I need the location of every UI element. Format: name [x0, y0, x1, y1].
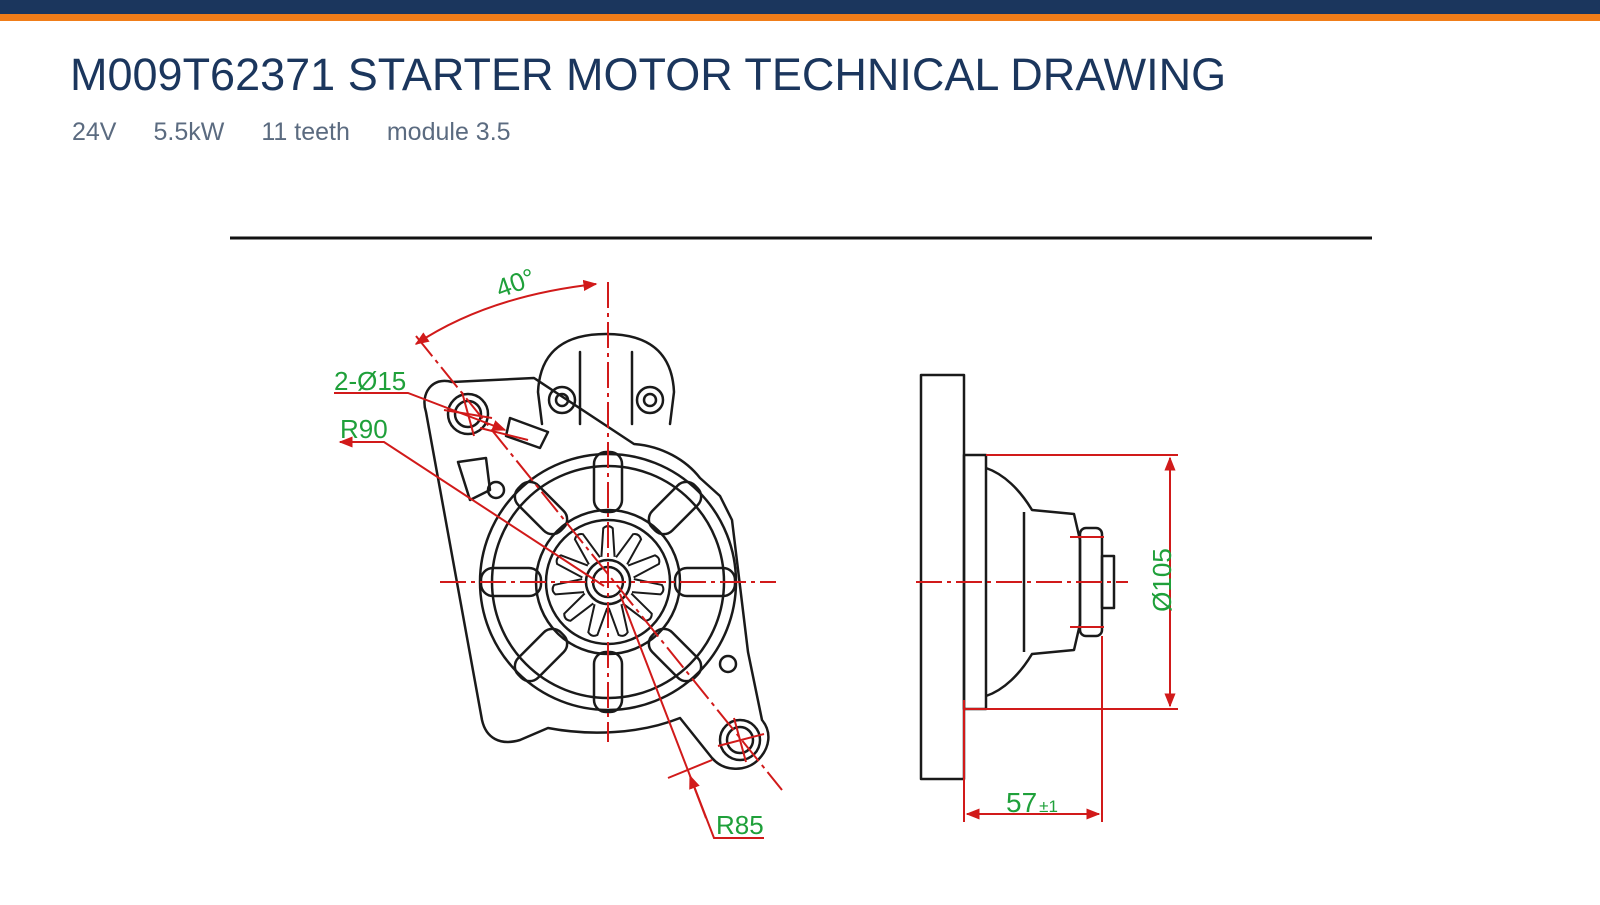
pinion-tooth [631, 578, 665, 596]
vent-slots [479, 450, 737, 714]
page-title: M009T62371 STARTER MOTOR TECHNICAL DRAWI… [70, 49, 1227, 100]
spec-module: module 3.5 [386, 118, 511, 146]
solenoid-hole-right [642, 392, 658, 408]
leader-holes-tail [479, 427, 529, 441]
pinion-tooth [563, 592, 594, 622]
centerline-diagonal [415, 335, 783, 791]
accent-bar [0, 14, 1600, 21]
pinion-tooth [627, 554, 661, 579]
spec-teeth: 11 teeth [261, 118, 350, 146]
leader-r90 [338, 436, 605, 587]
pinion-tooth [607, 604, 629, 637]
hole-crosshair-lower-v [733, 717, 747, 763]
flange-slot-upper [504, 416, 550, 450]
spec-list: 24V 5.5kW 11 teeth module 3.5 [72, 117, 511, 147]
length-tolerance: ±1 [1039, 797, 1058, 816]
side-flange-plate [919, 373, 966, 781]
header-bar [0, 0, 1600, 14]
side-dimension-lines [916, 454, 1178, 822]
side-view [919, 373, 1116, 781]
mount-hole-lower [725, 725, 755, 755]
front-dimension-lines [334, 279, 783, 839]
length-value: 57 [1006, 787, 1037, 818]
vent-slot [513, 627, 569, 683]
radius-label-r85: R85 [716, 810, 764, 840]
holes-label: 2-Ø15 [334, 366, 406, 396]
vent-slot [513, 480, 569, 536]
length-label: 57±1 [1006, 787, 1058, 818]
diameter-label: Ø105 [1147, 548, 1177, 612]
solenoid-boss-right [635, 385, 665, 415]
spec-power: 5.5kW [153, 118, 225, 146]
spec-voltage: 24V [72, 118, 117, 146]
leader-holes [334, 392, 507, 431]
mount-hole-upper-boss [446, 392, 490, 436]
solenoid-boss-left [547, 385, 577, 415]
flange-slot-left [456, 456, 492, 502]
pinion-tooth [551, 578, 585, 596]
radius-label-r90: R90 [340, 414, 388, 444]
angle-label: 40° [492, 262, 539, 304]
pinion-gear [551, 525, 665, 637]
vent-slot [647, 627, 703, 683]
angle-arc [414, 279, 598, 345]
pinion-tooth [615, 533, 643, 565]
solenoid-hole-left [554, 392, 570, 408]
solenoid-cap [536, 332, 676, 426]
pinion-tooth [555, 554, 589, 579]
pinion-tooth [573, 533, 601, 565]
r85-tick [667, 759, 713, 779]
vent-slot [647, 480, 703, 536]
pinion-tooth [587, 604, 609, 637]
leader-r85 [619, 593, 764, 839]
hole-crosshair-upper-v [461, 391, 475, 437]
leader-r85-arrow [689, 774, 707, 819]
flange-outline [423, 376, 770, 770]
mount-hole-lower-boss [718, 718, 762, 762]
small-hole-right [718, 654, 738, 674]
